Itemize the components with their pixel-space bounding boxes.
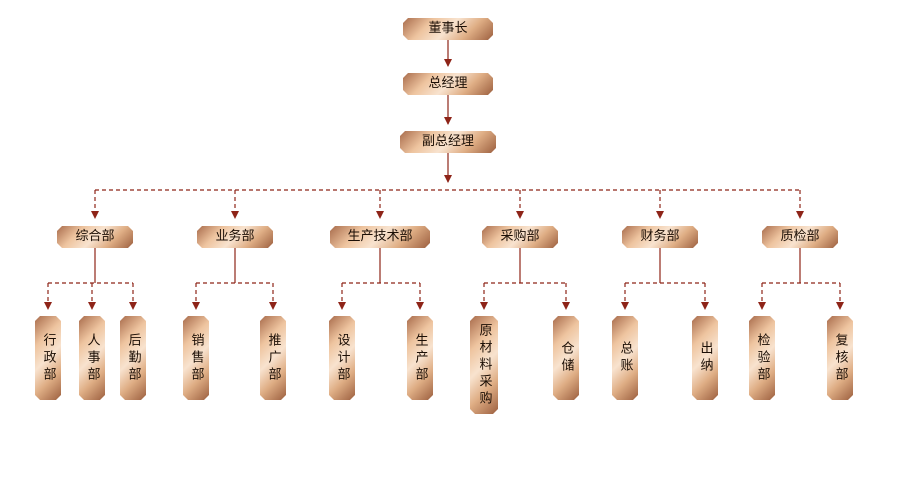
org-node-child-5-0: 检验部 [749, 316, 775, 400]
org-node-child-4-1: 出纳 [692, 316, 718, 400]
org-node-child-5-1: 复核部 [827, 316, 853, 400]
org-node-child-1-0: 销售部 [183, 316, 209, 400]
org-node-child-0-2: 后勤部 [120, 316, 146, 400]
org-node-child-3-1: 仓储 [553, 316, 579, 400]
org-node-child-2-1: 生产部 [407, 316, 433, 400]
org-node-dept-1: 业务部 [197, 226, 273, 248]
org-node-dept-3: 采购部 [482, 226, 558, 248]
org-node-dept-4: 财务部 [622, 226, 698, 248]
org-node-chairman: 董事长 [403, 18, 493, 40]
org-node-child-0-0: 行政部 [35, 316, 61, 400]
org-node-child-4-0: 总账 [612, 316, 638, 400]
org-node-dept-2: 生产技术部 [330, 226, 430, 248]
org-node-child-3-0: 原材料采购 [470, 316, 498, 414]
org-node-general-manager: 总经理 [403, 73, 493, 95]
org-node-child-1-1: 推广部 [260, 316, 286, 400]
org-node-child-2-0: 设计部 [329, 316, 355, 400]
org-node-child-0-1: 人事部 [79, 316, 105, 400]
org-node-dept-0: 综合部 [57, 226, 133, 248]
org-node-dept-5: 质检部 [762, 226, 838, 248]
org-node-deputy-general-manager: 副总经理 [400, 131, 496, 153]
